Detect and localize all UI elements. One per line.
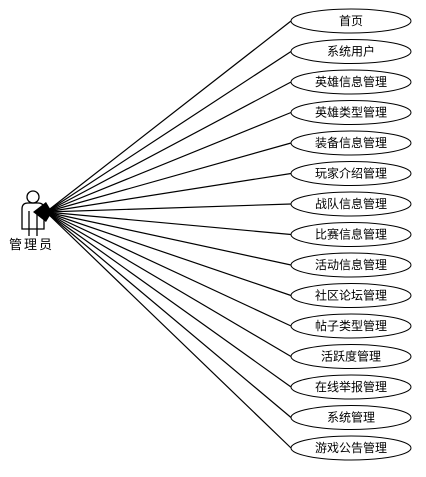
use-case: 战队信息管理 xyxy=(290,191,412,217)
use-case: 英雄信息管理 xyxy=(290,69,412,95)
association-line xyxy=(45,111,292,213)
use-case-ellipse xyxy=(290,161,412,186)
use-case-ellipse xyxy=(290,191,412,217)
use-case-ellipse xyxy=(290,100,412,125)
use-case-ellipse xyxy=(290,222,412,247)
use-case: 比赛信息管理 xyxy=(290,222,412,247)
use-case-ellipse xyxy=(290,344,412,369)
association-line xyxy=(45,211,292,449)
use-case-ellipse xyxy=(290,313,412,339)
use-case-label: 系统管理 xyxy=(327,410,375,425)
use-case: 系统用户 xyxy=(290,39,412,64)
use-case-ellipse xyxy=(290,374,412,400)
use-case-label: 英雄信息管理 xyxy=(315,74,387,89)
use-case-ellipse xyxy=(290,283,412,308)
use-case: 在线举报管理 xyxy=(290,374,412,400)
association-line xyxy=(45,211,292,418)
association-lines xyxy=(45,20,292,449)
use-case-ellipse xyxy=(290,252,412,278)
use-case-ellipse xyxy=(290,435,412,461)
association-line xyxy=(45,211,292,327)
use-case-label: 帖子类型管理 xyxy=(315,318,387,333)
use-case: 社区论坛管理 xyxy=(290,283,412,308)
use-case: 英雄类型管理 xyxy=(290,100,412,125)
association-line xyxy=(45,203,292,213)
actor-label: 管理员 xyxy=(9,238,54,253)
association-line xyxy=(45,211,292,236)
actor: 管理员 xyxy=(9,190,54,253)
use-case-ellipse xyxy=(290,130,412,156)
use-case-label: 活动信息管理 xyxy=(315,257,387,272)
use-case-label: 装备信息管理 xyxy=(315,135,387,150)
use-case: 玩家介绍管理 xyxy=(290,161,412,186)
use-case-label: 系统用户 xyxy=(327,44,375,59)
use-case-ellipse xyxy=(290,405,412,430)
association-line xyxy=(45,211,292,266)
use-case: 游戏公告管理 xyxy=(290,435,412,461)
association-line xyxy=(45,172,292,213)
use-case-label: 游戏公告管理 xyxy=(315,440,387,455)
use-case-list: 首页系统用户英雄信息管理英雄类型管理装备信息管理玩家介绍管理战队信息管理比赛信息… xyxy=(290,8,412,461)
use-case-label: 玩家介绍管理 xyxy=(315,166,387,181)
association-line xyxy=(45,20,292,213)
association-line xyxy=(45,211,292,358)
use-case: 系统管理 xyxy=(290,405,412,430)
association-line xyxy=(45,142,292,213)
use-case-label: 社区论坛管理 xyxy=(315,288,387,303)
use-case: 首页 xyxy=(290,8,412,34)
actor-anchor xyxy=(33,202,52,222)
use-case: 装备信息管理 xyxy=(290,130,412,156)
use-case-label: 活跃度管理 xyxy=(321,349,381,364)
use-case-ellipse xyxy=(290,39,412,64)
use-case-ellipse xyxy=(290,8,412,34)
use-case-label: 战队信息管理 xyxy=(315,196,387,211)
use-case-label: 比赛信息管理 xyxy=(315,227,387,242)
use-case-label: 英雄类型管理 xyxy=(315,105,387,120)
association-line xyxy=(45,81,292,213)
association-line xyxy=(45,211,292,297)
use-case: 活跃度管理 xyxy=(290,344,412,369)
association-line xyxy=(45,211,292,388)
use-case-label: 首页 xyxy=(339,14,363,28)
use-case: 活动信息管理 xyxy=(290,252,412,278)
association-line xyxy=(45,50,292,213)
use-case: 帖子类型管理 xyxy=(290,313,412,339)
use-case-label: 在线举报管理 xyxy=(315,379,387,394)
use-case-ellipse xyxy=(290,69,412,95)
